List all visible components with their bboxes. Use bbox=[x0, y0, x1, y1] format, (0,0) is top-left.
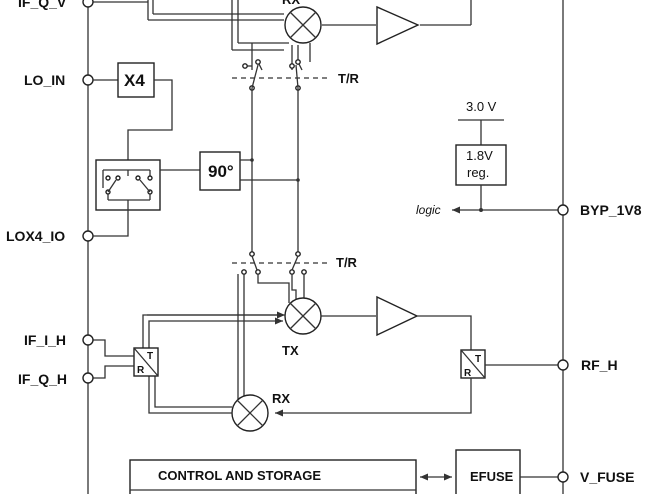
lo-in-label: LO_IN bbox=[24, 72, 65, 88]
amplifier-top bbox=[376, 5, 420, 46]
phase-90-label: 90° bbox=[208, 162, 234, 181]
tr-label-upper: T/R bbox=[338, 71, 360, 86]
tr-switch-upper bbox=[242, 59, 303, 91]
rx-top-label: RX bbox=[282, 0, 300, 7]
efuse-label: EFUSE bbox=[470, 469, 514, 484]
control-storage-block bbox=[129, 459, 417, 494]
control-storage-label: CONTROL AND STORAGE bbox=[158, 468, 321, 483]
rx-label: RX bbox=[272, 391, 290, 406]
tx-amplifier bbox=[376, 295, 419, 337]
if-i-h-label: IF_I_H bbox=[24, 332, 66, 348]
lox4-io-pin[interactable] bbox=[82, 230, 94, 242]
lo-in-pin[interactable] bbox=[82, 74, 94, 86]
phase-90-block bbox=[199, 151, 241, 191]
logic-label: logic bbox=[416, 203, 441, 217]
rf-h-label: RF_H bbox=[581, 357, 618, 373]
x4-label: X4 bbox=[124, 71, 145, 90]
regulator-1v8-block bbox=[455, 144, 507, 186]
if-switch-t: T bbox=[147, 351, 153, 362]
if-switch-r: R bbox=[137, 365, 145, 376]
byp-1v8-pin[interactable] bbox=[557, 204, 569, 216]
rf-switch-r: R bbox=[464, 368, 472, 379]
if-i-h-pin[interactable] bbox=[82, 334, 94, 346]
efuse-block bbox=[455, 449, 521, 494]
if-q-v-label: IF_Q_V bbox=[18, 0, 67, 10]
if-q-v-pin[interactable] bbox=[82, 0, 94, 8]
if-q-h-pin[interactable] bbox=[82, 372, 94, 384]
lox4-io-label: LOX4_IO bbox=[6, 228, 65, 244]
tx-label: TX bbox=[282, 343, 299, 358]
v-fuse-pin[interactable] bbox=[557, 471, 569, 483]
supply-3v0-label: 3.0 V bbox=[466, 99, 497, 114]
tr-label-lower: T/R bbox=[336, 255, 358, 270]
regulator-label-1: 1.8V bbox=[466, 148, 493, 163]
lo-select-internals bbox=[102, 169, 153, 210]
top-rx-path bbox=[83, 0, 472, 62]
rf-switch-t: T bbox=[475, 354, 481, 365]
if-q-h-label: IF_Q_H bbox=[18, 371, 67, 387]
byp-1v8-label: BYP_1V8 bbox=[580, 202, 642, 218]
rf-h-pin[interactable] bbox=[557, 359, 569, 371]
v-fuse-label: V_FUSE bbox=[580, 469, 634, 485]
x4-multiplier-block bbox=[117, 62, 155, 98]
regulator-label-2: reg. bbox=[467, 165, 489, 180]
